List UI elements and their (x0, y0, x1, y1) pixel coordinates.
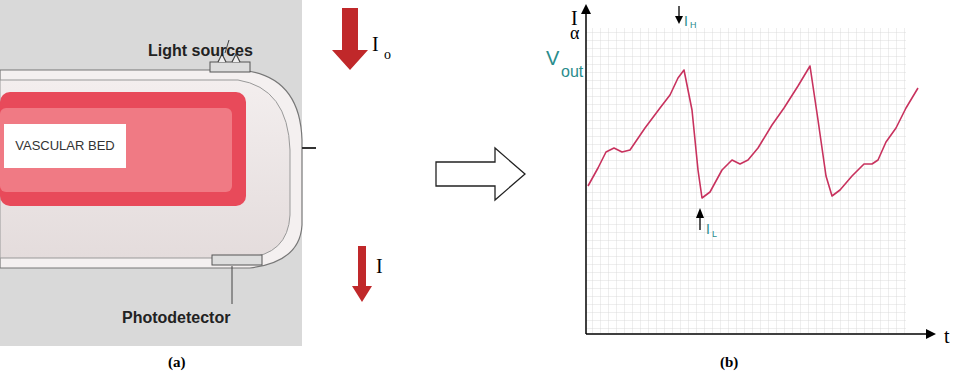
grid (586, 28, 906, 333)
photo-ground (0, 0, 302, 346)
part-name: Light sources (148, 43, 253, 59)
subscript: H (690, 21, 697, 30)
axis-label: t (944, 326, 950, 346)
tick (302, 147, 316, 149)
axis-head (581, 4, 591, 14)
axis-subscript: out (561, 64, 583, 80)
panel-label: (b) (720, 355, 738, 370)
axis-head (926, 329, 936, 339)
ppg-waveform (588, 66, 918, 198)
marker-head (696, 208, 704, 218)
hollow-arrow (436, 148, 525, 200)
node-text: VASCULAR BED (15, 139, 114, 154)
transmitted-arrow (352, 246, 372, 302)
leader (232, 266, 233, 304)
marker-head (675, 16, 683, 24)
clip-housing (0, 70, 302, 268)
intensity-symbol: I (376, 256, 383, 276)
incident-arrow (332, 8, 368, 70)
axis-label: α (570, 24, 579, 42)
vascular-inner (0, 108, 232, 192)
y-axis (585, 8, 587, 334)
subscript: L (712, 230, 717, 239)
finger (0, 80, 290, 258)
intensity-symbol: I (372, 34, 379, 54)
panel-label: (a) (168, 355, 186, 370)
signal-name: I (706, 222, 710, 236)
vascular-frame (0, 92, 246, 206)
subscript: o (384, 48, 391, 62)
led-mount (210, 62, 250, 72)
vascular-bed-box: VASCULAR BED (4, 124, 126, 168)
photodetector (212, 255, 262, 265)
x-axis (586, 333, 930, 335)
part-name: Photodetector (122, 310, 230, 326)
signal-name: I (684, 14, 688, 28)
axis-label: V (546, 48, 559, 68)
